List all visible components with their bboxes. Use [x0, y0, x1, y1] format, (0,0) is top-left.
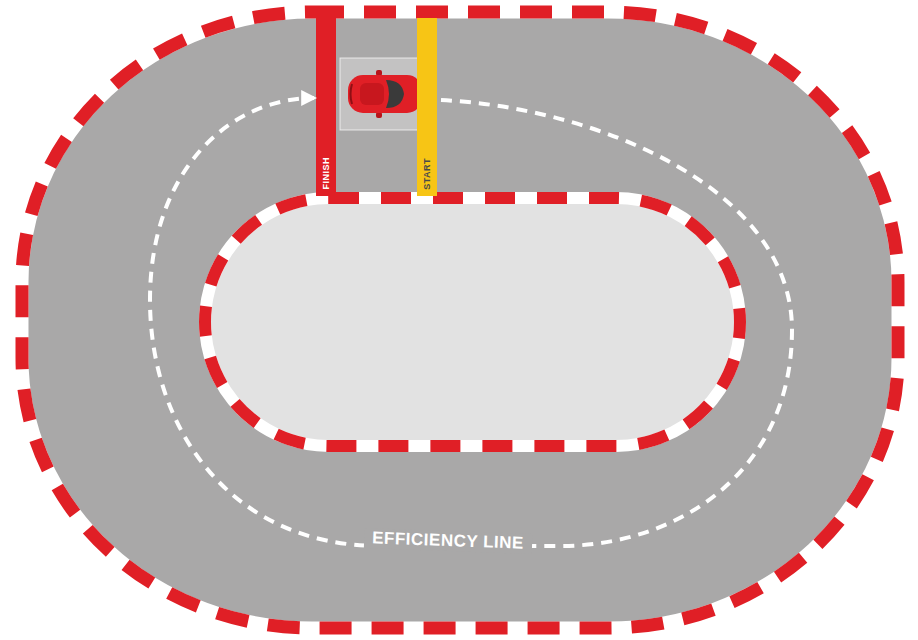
outer-curb [22, 12, 898, 628]
track-surface [22, 12, 898, 628]
band-label: FINISH [321, 157, 331, 190]
race-car [340, 58, 428, 130]
inner-curb-base [205, 198, 740, 446]
line-band: FINISH [316, 18, 336, 196]
car-body [348, 75, 422, 113]
car-windshield [386, 80, 404, 108]
band-label: START [422, 158, 432, 190]
car-roof [360, 83, 384, 105]
inner-curb [205, 198, 740, 446]
efficiency-line [150, 98, 792, 546]
infield [205, 198, 740, 446]
line-band: START [417, 18, 437, 196]
car-spoiler [351, 84, 353, 104]
car-box [340, 58, 428, 130]
outer-curb-base [22, 12, 898, 628]
